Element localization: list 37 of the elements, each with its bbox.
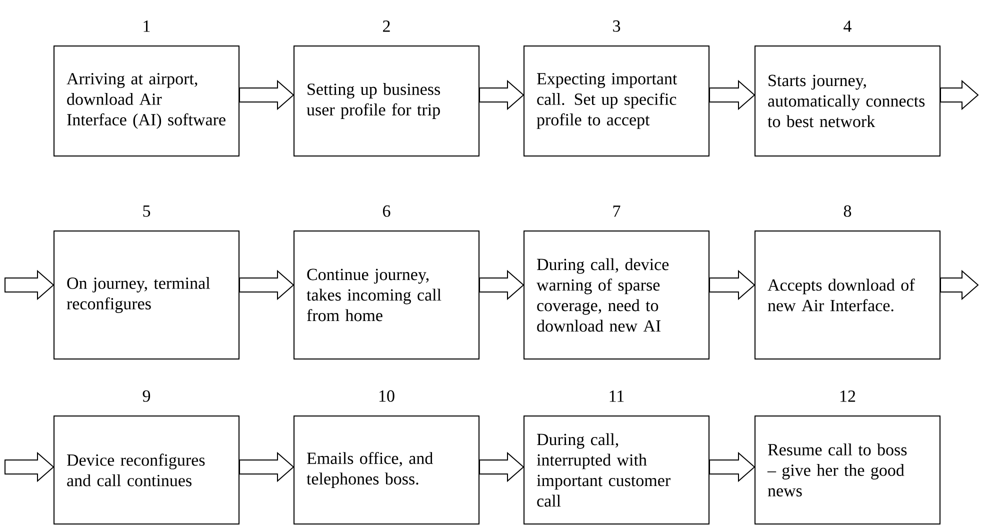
block-arrow	[239, 80, 294, 110]
block-arrow	[479, 270, 524, 300]
step-number: 8	[844, 205, 852, 217]
process-box: Device reconfigures and call continues	[54, 415, 240, 524]
process-box: During call, interrupted with important customer call	[524, 415, 710, 524]
step-number: 5	[143, 205, 150, 217]
process-box: During call, device warning of sparse coverage, need to download new AI	[524, 230, 710, 360]
step-number: 6	[383, 205, 390, 217]
process-box: Arriving at airport, download Air Interface (AI) software	[54, 45, 240, 156]
block-arrow	[709, 452, 756, 482]
step-number: 12	[840, 390, 856, 402]
step-number: 9	[142, 390, 150, 402]
step-number: 10	[380, 390, 394, 402]
block-arrow	[709, 270, 756, 300]
block-arrow	[4, 270, 54, 300]
process-box: Emails office, and telephones boss.	[294, 415, 480, 524]
step-number: 7	[613, 206, 620, 217]
block-arrow	[4, 452, 54, 482]
step-number: 1	[144, 20, 150, 32]
step-number: 3	[613, 20, 620, 32]
process-box: Resume call to boss – give her the good news	[754, 415, 940, 524]
step-number: 2	[383, 20, 390, 32]
block-arrow	[479, 452, 524, 482]
process-box: Accepts download of new Air Interface.	[754, 230, 940, 360]
process-box: Setting up business user profile for trip	[294, 45, 480, 156]
block-arrow	[940, 270, 979, 300]
block-arrow	[709, 80, 756, 110]
process-box: Starts journey, automatically connects to best network	[754, 45, 940, 156]
process-box: On journey, terminal reconfigures	[54, 230, 240, 360]
block-arrow	[940, 80, 979, 110]
process-box: Continue journey, takes incoming call from home	[294, 230, 480, 360]
block-arrow	[239, 270, 294, 300]
process-box: Expecting important call. Set up specific profile to accept	[524, 45, 710, 156]
step-number: 11	[610, 390, 624, 402]
step-number: 4	[844, 20, 852, 32]
block-arrow	[239, 452, 294, 482]
block-arrow	[479, 80, 524, 110]
